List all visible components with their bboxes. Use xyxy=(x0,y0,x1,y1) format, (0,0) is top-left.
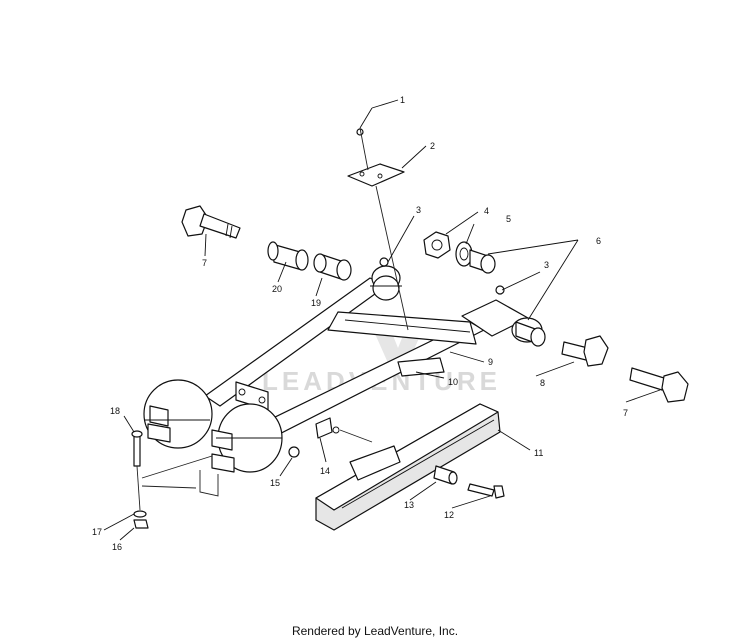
part-16-nut xyxy=(133,519,149,529)
callouts: 1 2 3 4 5 6 7 20 19 3 9 10 8 7 11 12 13 … xyxy=(92,95,628,552)
part-6-bushing-upper xyxy=(469,249,496,274)
callout-15: 15 xyxy=(270,478,280,488)
part-20-bushing xyxy=(267,241,309,271)
callout-16: 16 xyxy=(112,542,122,552)
part-7-bolt-right xyxy=(629,367,689,403)
callout-10: 10 xyxy=(448,377,458,387)
swing-arm xyxy=(204,265,543,453)
footer-credit: Rendered by LeadVenture, Inc. xyxy=(291,624,459,638)
callout-3-lower: 3 xyxy=(544,260,549,270)
chain-guide xyxy=(315,403,501,531)
callout-4: 4 xyxy=(484,206,489,216)
axle-clamp-right xyxy=(211,403,283,473)
part-3-fitting-upper xyxy=(379,257,389,267)
part-3-fitting-lower xyxy=(495,285,505,295)
callout-13: 13 xyxy=(404,500,414,510)
part-14-bracket xyxy=(315,417,333,439)
part-15-nut xyxy=(288,446,300,458)
callout-2: 2 xyxy=(430,141,435,151)
callout-20: 20 xyxy=(272,284,282,294)
part-4-nut xyxy=(423,231,451,259)
callout-7-left: 7 xyxy=(202,258,207,268)
part-1-cotter-pin xyxy=(356,107,373,136)
part-17-washer xyxy=(133,510,147,518)
callout-11: 11 xyxy=(534,448,543,458)
callout-17: 17 xyxy=(92,527,102,537)
callout-8: 8 xyxy=(540,378,545,388)
part-7-bolt-left xyxy=(181,205,241,239)
callout-3-upper: 3 xyxy=(416,205,421,215)
callout-19: 19 xyxy=(311,298,321,308)
callout-6: 6 xyxy=(596,236,601,246)
callout-1: 1 xyxy=(400,95,405,105)
callout-7-right: 7 xyxy=(623,408,628,418)
part-6-bushing-lower xyxy=(515,321,546,347)
part-2-plate xyxy=(347,163,405,187)
callout-18: 18 xyxy=(110,406,120,416)
leader-lines xyxy=(103,99,661,541)
part-8-pivot-bolt xyxy=(561,335,609,367)
callout-12: 12 xyxy=(444,510,454,520)
callout-14: 14 xyxy=(320,466,330,476)
callout-5: 5 xyxy=(506,214,511,224)
axle-clamp-left xyxy=(143,379,213,449)
callout-9: 9 xyxy=(488,357,493,367)
part-18-bolt xyxy=(131,430,143,467)
part-13-spacer xyxy=(433,465,458,485)
part-12-bolt xyxy=(467,483,505,499)
part-19-sleeve xyxy=(313,253,352,281)
